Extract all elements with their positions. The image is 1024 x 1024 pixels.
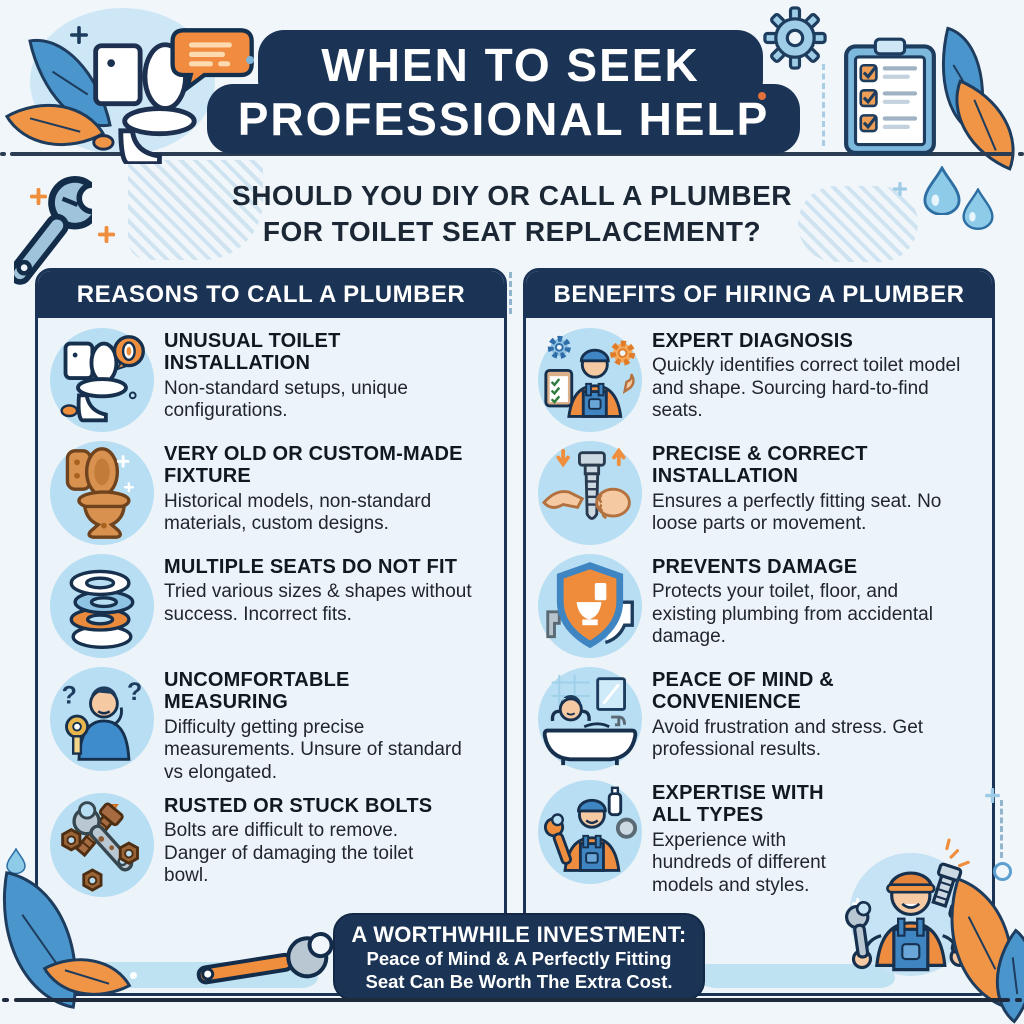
item-title: UNUSUAL TOILET INSTALLATION [164, 330, 341, 375]
measuring-man-icon: ? ? [50, 667, 154, 771]
benefits-column-body: EXPERT DIAGNOSIS Quickly identifies corr… [526, 318, 992, 897]
checklist-clipboard-icon [843, 36, 937, 156]
plus-icon [29, 187, 48, 206]
antique-toilet-icon [50, 441, 154, 545]
item-title: UNCOMFORTABLE MEASURING [164, 669, 350, 714]
page-title-line2: PROFESSIONAL HELP [237, 93, 770, 145]
footer-line2: Seat Can Be Worth The Extra Cost. [365, 970, 673, 992]
dot-decoration [758, 92, 766, 100]
item-title: VERY OLD OR CUSTOM-MADE FIXTURE [164, 443, 463, 488]
bolt-hands-icon [538, 441, 642, 545]
list-item: PREVENTS DAMAGE Protects your toilet, fl… [538, 554, 980, 658]
plus-icon [984, 787, 1001, 804]
list-item: VERY OLD OR CUSTOM-MADE FIXTURE Historic… [50, 441, 492, 545]
list-item: PEACE OF MIND & CONVENIENCE Avoid frustr… [538, 667, 980, 771]
gear-icon [763, 6, 827, 70]
column-divider-dashes [509, 272, 512, 314]
item-title: EXPERT DIAGNOSIS [652, 330, 854, 352]
rule-dash [2, 998, 9, 1002]
list-item: UNUSUAL TOILET INSTALLATION Non-standard… [50, 328, 492, 432]
expert-plumber-icon [538, 328, 642, 432]
toilet-icon [86, 38, 202, 167]
item-title: RUSTED OR STUCK BOLTS [164, 795, 433, 817]
dot-decoration [130, 972, 137, 979]
footer-banner: A WORTHWHILE INVESTMENT: Peace of Mind &… [333, 913, 705, 1001]
hatch-decoration [798, 186, 918, 262]
item-description: Experience with hundreds of different mo… [652, 829, 826, 896]
plus-icon [70, 26, 88, 44]
title-banner [207, 84, 800, 154]
reasons-column: REASONS TO CALL A PLUMBER [35, 268, 507, 996]
dashed-line-decoration [822, 64, 825, 146]
svg-text:?: ? [62, 682, 77, 710]
item-title: MULTIPLE SEATS DO NOT FIT [164, 556, 458, 578]
reasons-column-body: UNUSUAL TOILET INSTALLATION Non-standard… [38, 318, 504, 897]
item-title: PRECISE & CORRECT INSTALLATION [652, 443, 868, 488]
list-item: EXPERT DIAGNOSIS Quickly identifies corr… [538, 328, 980, 432]
item-description: Quickly identifies correct toilet model … [652, 355, 961, 422]
water-drop-icon [923, 164, 961, 216]
item-description: Non-standard setups, unique configuratio… [164, 377, 408, 422]
water-drop-icon [6, 847, 26, 875]
item-title: PEACE OF MIND & CONVENIENCE [652, 669, 834, 714]
water-drop-icon [962, 187, 994, 230]
dashed-line-decoration [1000, 800, 1003, 858]
orange-wrench-icon [186, 923, 344, 1008]
plumber-tools-icon [538, 780, 642, 884]
item-title: PREVENTS DAMAGE [652, 556, 858, 578]
footer-line1: Peace of Mind & A Perfectly Fitting [366, 948, 672, 969]
chat-bubble-icon [170, 26, 256, 94]
subtitle-line1: SHOULD YOU DIY OR CALL A PLUMBER [232, 180, 792, 211]
subtitle-line2: FOR TOILET SEAT REPLACEMENT? [262, 216, 762, 248]
rusted-bolts-icon [50, 793, 154, 897]
benefits-column-header: BENEFITS OF HIRING A PLUMBER [526, 271, 992, 318]
item-description: Protects your toilet, floor, and existin… [652, 581, 933, 648]
unusual-toilet-icon [50, 328, 154, 432]
item-description: Tried various sizes & shapes without suc… [164, 581, 472, 625]
seat-stack-icon [50, 554, 154, 658]
page-subtitle: SHOULD YOU DIY OR CALL A PLUMBER FOR TOI… [120, 178, 904, 251]
list-item: PRECISE & CORRECT INSTALLATION Ensures a… [538, 441, 980, 545]
svg-text:?: ? [127, 678, 142, 706]
item-description: Ensures a perfectly fitting seat. No loo… [652, 490, 942, 535]
bathtub-relax-icon [538, 667, 642, 771]
page-title-line1: WHEN TO SEEK [321, 39, 700, 91]
rule-dash [1018, 152, 1024, 156]
list-item: MULTIPLE SEATS DO NOT FIT Tried various … [50, 554, 492, 658]
plus-icon [97, 225, 116, 244]
item-description: Bolts are difficult to remove. Danger of… [164, 820, 414, 887]
item-description: Avoid frustration and stress. Get profes… [652, 716, 924, 761]
adjustable-wrench-icon [8, 164, 109, 285]
list-item: RUSTED OR STUCK BOLTS Bolts are difficul… [50, 793, 492, 897]
footer-title: A WORTHWHILE INVESTMENT: [351, 922, 687, 947]
list-item: EXPERTISE WITH ALL TYPES Experience with… [538, 780, 980, 897]
list-item: ? ? UNCOMFORTABLE MEASURING Difficulty g… [50, 667, 492, 784]
rule-dash [1015, 998, 1022, 1002]
reasons-column-header: REASONS TO CALL A PLUMBER [38, 271, 504, 318]
hatch-decoration [128, 160, 263, 260]
shield-toilet-icon [538, 554, 642, 658]
plus-icon [892, 181, 908, 197]
item-description: Difficulty getting precise measurements.… [164, 716, 462, 783]
bottom-divider-line [14, 998, 1010, 1002]
item-description: Historical models, non-standard material… [164, 490, 432, 535]
dot-decoration [246, 56, 254, 64]
ring-decoration [993, 862, 1012, 881]
item-title: EXPERTISE WITH ALL TYPES [652, 782, 824, 827]
rule-dash [0, 152, 6, 156]
